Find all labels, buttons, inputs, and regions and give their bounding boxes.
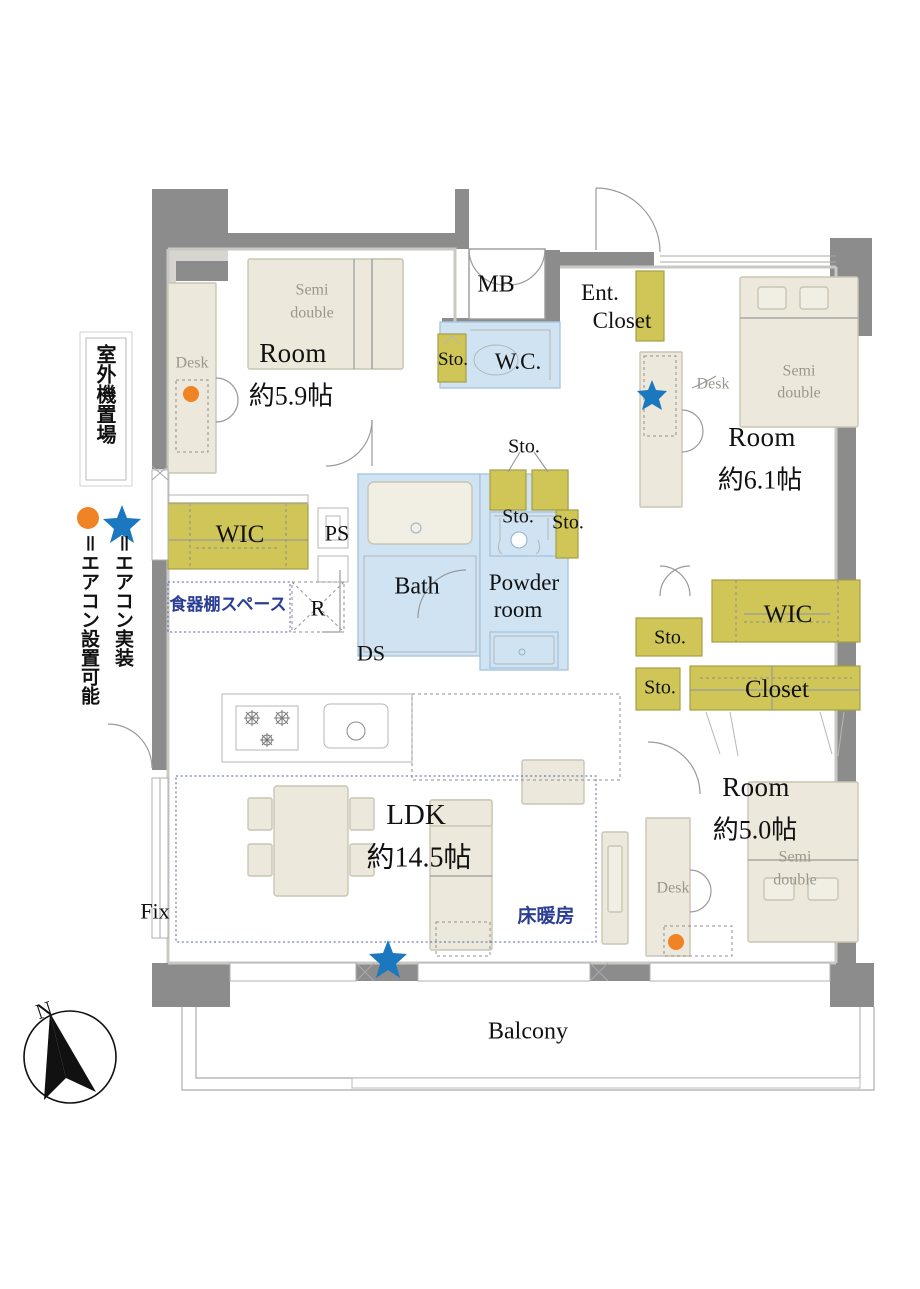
room-3-desk-label: Desk [656, 879, 690, 897]
room-1-size: 約5.9帖 [248, 381, 334, 411]
legend-circle-marker [77, 507, 99, 529]
wc-label: W.C. [494, 348, 542, 374]
floor-heating-label: 床暖房 [517, 905, 575, 928]
room-2-bed-label-line2: double [777, 384, 821, 402]
room-1-bed-label-line1: Semi [295, 281, 329, 299]
room-2-desk-label: Desk [696, 375, 730, 393]
room-2-bed-label-line1: Semi [782, 362, 816, 380]
ent-closet-label-line1: Ent. [581, 279, 619, 305]
storage-mid-label: Sto. [502, 505, 534, 528]
r-label: R [310, 595, 326, 621]
room-1-desk-label: Desk [175, 354, 209, 372]
floor-heating-outline [175, 775, 597, 943]
cupboard-space-label: 食器棚スペース [169, 595, 287, 616]
room-3-area [645, 741, 859, 957]
room-3-name: Room [722, 771, 790, 802]
wic-left-label: WIC [215, 520, 265, 548]
window-top-right [660, 255, 836, 263]
legend-frame-outer [79, 331, 133, 487]
ds-label: DS [356, 640, 386, 666]
room-2-size: 約6.1帖 [717, 465, 803, 495]
powder-room-label-line2: room [493, 596, 543, 622]
room-2-name: Room [728, 421, 796, 452]
storage-right-lower-label: Sto. [644, 676, 676, 699]
room-3-size: 約5.0帖 [712, 815, 798, 845]
storage-right-upper-label: Sto. [654, 626, 686, 649]
legend-star-marker [103, 505, 141, 543]
storage-right-label: Sto. [552, 511, 584, 534]
compass-rose [23, 1010, 117, 1104]
storage-top-label: Sto. [508, 435, 540, 458]
bath-label: Bath [394, 573, 440, 600]
room-1-area [167, 258, 404, 474]
room-3-bed-label-line1: Semi [778, 848, 812, 866]
wc-area [437, 321, 561, 389]
ps-label: PS [324, 520, 350, 546]
right-closets-area [635, 565, 861, 757]
ent-closet-area [595, 187, 665, 342]
bath-core [357, 451, 579, 671]
balcony-area [181, 1007, 875, 1091]
legend-star-meaning-label: ＝エアコン実装 [111, 534, 134, 667]
room-3-bed-label-line2: double [773, 871, 817, 889]
legend-circle-meaning-label: ＝エアコン設置可能 [77, 534, 100, 705]
ldk-name: LDK [386, 798, 446, 831]
balcony-label: Balcony [488, 1018, 568, 1045]
wic-right-label: WIC [763, 600, 813, 628]
ps-r-area [291, 507, 349, 633]
ent-closet-label-line2: Closet [592, 307, 652, 333]
room-1-bed-label-line2: double [290, 304, 334, 322]
mb-label: MB [477, 271, 515, 298]
wc-storage-label: Sto. [437, 349, 469, 371]
room-1-name: Room [259, 337, 327, 368]
ldk-size: 約14.5帖 [366, 842, 472, 874]
room-2-area [637, 255, 859, 508]
windows [107, 465, 831, 982]
wic-left-area [167, 494, 309, 570]
fix-window-label: Fix [140, 898, 170, 924]
mb-area [468, 248, 546, 320]
powder-room-label-line1: Powder [488, 569, 560, 595]
ldk-area [175, 693, 629, 978]
closet-right-label: Closet [745, 675, 809, 703]
legend-outdoor-unit-label: 室外機置場 [93, 344, 117, 444]
legend-frame [85, 337, 127, 481]
cupboard-space-outline [167, 581, 291, 633]
